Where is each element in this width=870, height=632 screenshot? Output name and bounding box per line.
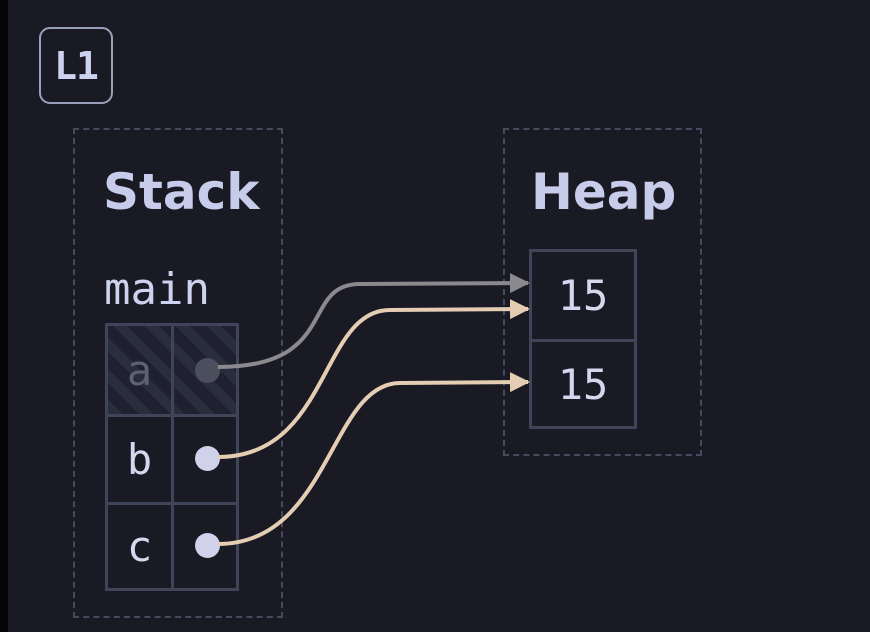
var-name-b: b [108, 417, 174, 502]
stack-row-a: a [108, 326, 236, 414]
stack-row-b: b [108, 414, 236, 502]
heap-box-table: 15 15 [529, 249, 637, 429]
heap-cell-1: 15 [532, 339, 634, 426]
frame-name-main: main [104, 264, 210, 315]
stack-row-c: c [108, 502, 236, 588]
pointer-dot-b [195, 446, 220, 471]
stack-frame-table: a b c [105, 323, 239, 591]
heap-title: Heap [531, 163, 677, 221]
left-edge-strip [0, 0, 8, 632]
step-label-badge: L1 [39, 27, 113, 104]
var-name-c: c [108, 505, 174, 588]
var-name-a: a [108, 326, 174, 414]
pointer-dot-c [195, 533, 220, 558]
heap-cell-0: 15 [557, 271, 609, 320]
pointer-dot-a [195, 358, 220, 383]
stack-title: Stack [103, 163, 260, 221]
